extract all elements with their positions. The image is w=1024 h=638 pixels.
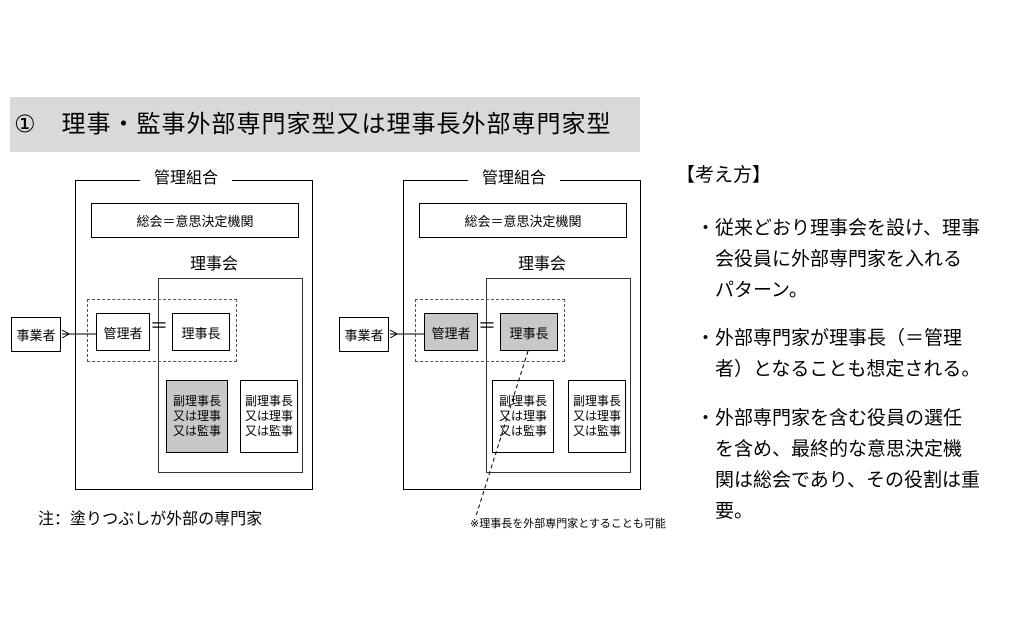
right-vice-a-box: 副理事長 又は理事 又は監事 <box>492 380 554 453</box>
left-equals-sign: ＝ <box>150 316 168 337</box>
page-title: ① 理事・監事外部専門家型又は理事長外部専門家型 <box>14 110 612 138</box>
right-general-meeting-text: 総会＝意思決定機関 <box>464 215 582 230</box>
left-vice-outside-box: 副理事長 又は理事 又は監事 <box>166 380 228 453</box>
left-company-box: 事業者 <box>11 317 61 352</box>
left-chairman-box: 理事長 <box>172 313 230 351</box>
left-general-meeting-text: 総会＝意思決定機関 <box>136 215 254 230</box>
left-company-text: 事業者 <box>16 329 56 344</box>
right-general-meeting: 総会＝意思決定機関 <box>419 203 627 238</box>
left-manager-dashed-group <box>87 299 237 362</box>
thinking-heading: 【考え方】 <box>676 164 772 186</box>
right-manager-box: 管理者 <box>424 313 478 351</box>
left-general-meeting: 総会＝意思決定機関 <box>91 203 299 238</box>
title-bar <box>10 97 640 152</box>
right-chairman-box: 理事長 <box>500 313 558 351</box>
right-board-label: 理事会 <box>518 254 567 273</box>
left-vice-inside-text: 副理事長 又は理事 又は監事 <box>244 394 293 438</box>
footnote-text: ※理事長を外部専門家とすることも可能 <box>470 517 666 530</box>
left-org-label: 管理組合 <box>140 170 233 186</box>
left-vice-outside-text: 副理事長 又は理事 又は監事 <box>172 394 221 438</box>
right-vice-b-box: 副理事長 又は理事 又は監事 <box>568 380 626 453</box>
right-vice-b-text: 副理事長 又は理事 又は監事 <box>572 394 621 438</box>
left-manager-text: 管理者 <box>103 326 143 342</box>
right-manager-dashed-group <box>415 299 565 362</box>
thinking-bullet-2: ・外部専門家が理事長（＝管理 者）となることも想定される。 <box>696 327 981 380</box>
right-equals-sign: ＝ <box>478 316 496 337</box>
right-company-box: 事業者 <box>339 317 389 352</box>
right-company-text: 事業者 <box>344 329 384 344</box>
footnote-leader-line <box>475 350 529 517</box>
thinking-bullet-1: ・従来どおり理事会を設け、理事 会役員に外部専門家を入れる パターン。 <box>696 217 981 301</box>
right-chairman-text: 理事長 <box>509 326 549 342</box>
left-vice-inside-box: 副理事長 又は理事 又は監事 <box>240 380 298 453</box>
left-manager-box: 管理者 <box>96 313 150 351</box>
right-manager-text: 管理者 <box>431 326 471 342</box>
right-org-label: 管理組合 <box>468 170 561 186</box>
note-text: 注：塗りつぶしが外部の専門家 <box>38 509 263 528</box>
thinking-bullet-3: ・外部専門家を含む役員の選任 を含め、最終的な意思決定機 関は総会であり、その役… <box>696 407 981 522</box>
left-board-label: 理事会 <box>190 254 239 273</box>
left-chairman-text: 理事長 <box>181 326 221 342</box>
